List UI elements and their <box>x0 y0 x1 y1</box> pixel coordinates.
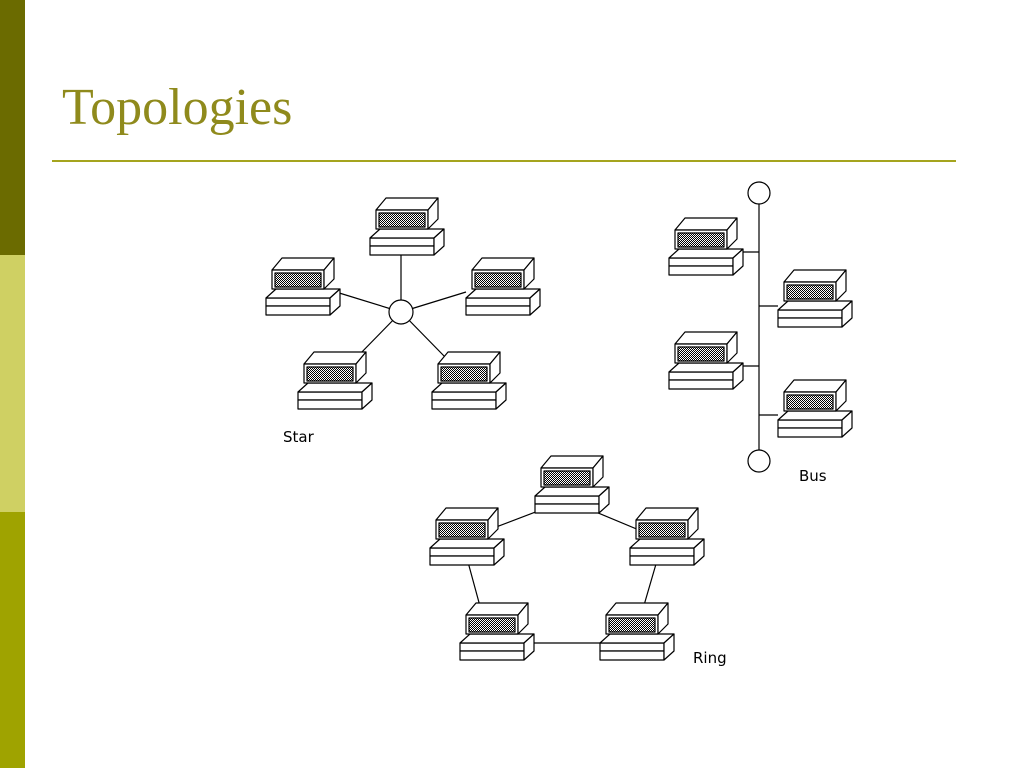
computer-icon <box>629 507 705 566</box>
side-bar-light <box>0 255 25 512</box>
star-label: Star <box>283 428 315 446</box>
computer-icon <box>777 379 853 438</box>
computer-icon <box>599 602 675 661</box>
computer-icon <box>429 507 505 566</box>
terminator-icon <box>747 181 771 205</box>
computer-icon <box>297 351 373 410</box>
computer-icon <box>668 331 744 390</box>
bus-label: Bus <box>799 467 827 485</box>
computer-icon <box>459 602 535 661</box>
ring-label: Ring <box>693 649 727 667</box>
computer-icon <box>265 257 341 316</box>
side-bar-dark <box>0 0 25 255</box>
computer-icon <box>668 217 744 276</box>
bus-topology <box>736 204 778 450</box>
computer-icon <box>465 257 541 316</box>
terminator-icon <box>747 449 771 473</box>
computer-icon <box>431 351 507 410</box>
computer-icon <box>369 197 445 256</box>
side-bar-medium <box>0 512 25 768</box>
hub-icon <box>388 299 414 325</box>
computer-icon <box>777 269 853 328</box>
computer-icon <box>534 455 610 514</box>
slide-title: Topologies <box>62 79 293 136</box>
title-underline <box>52 160 956 162</box>
